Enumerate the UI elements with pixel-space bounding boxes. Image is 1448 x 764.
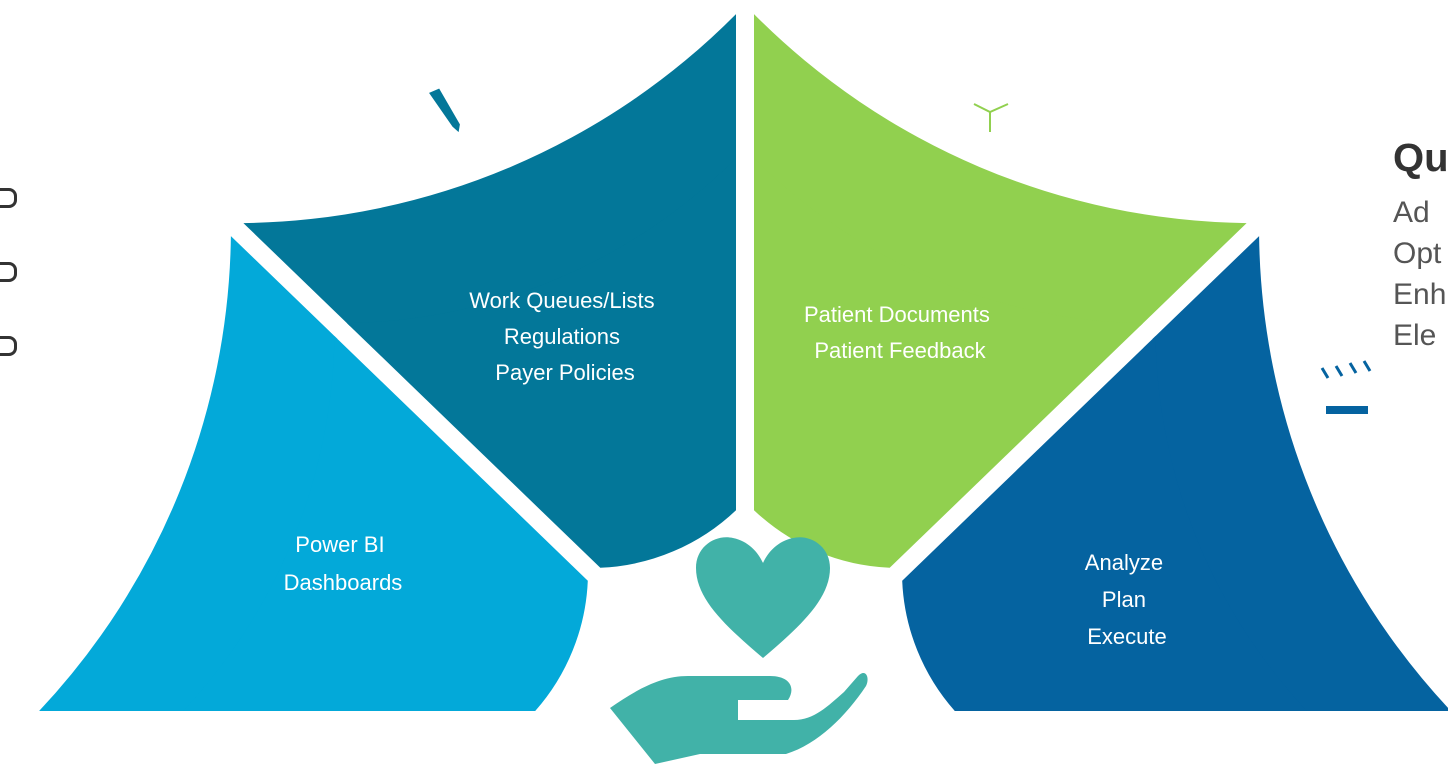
label-work-queues: Work Queues/Lists Regulations Payer Poli… <box>469 288 661 385</box>
side-list-item: Ad <box>1393 196 1430 229</box>
cropped-glyph <box>0 336 17 356</box>
outer-segment-green <box>754 14 1247 326</box>
side-list-item: Ele <box>1393 319 1437 352</box>
outer-segment-light-blue <box>39 236 338 711</box>
inner-segment-teal <box>347 158 736 568</box>
document-icon <box>82 390 160 487</box>
cropped-glyph <box>0 262 17 282</box>
inner-segment-dark-blue <box>902 336 1307 711</box>
heart-in-hand-icon <box>610 537 868 764</box>
cropped-glyph <box>0 188 17 208</box>
side-list-item: Enh <box>1393 278 1447 311</box>
label-power-bi: Power BI Dashboards <box>284 532 403 595</box>
inner-segment-green <box>754 158 1143 568</box>
side-list-item: Opt <box>1393 237 1442 270</box>
side-heading: Qu <box>1393 136 1448 180</box>
clipboard-pencil-icon <box>422 75 503 158</box>
label-analyze-plan-execute: Analyze Plan Execute <box>1085 550 1169 649</box>
package-cycle-icon <box>947 73 1031 166</box>
clapperboard-icon <box>1312 358 1382 438</box>
outer-segment-teal <box>243 14 736 326</box>
side-list: Ad Opt Enh Ele <box>1393 192 1446 356</box>
outer-segment-dark-blue <box>1152 236 1448 711</box>
label-patient-documents: Patient Documents Patient Feedback <box>804 302 996 363</box>
inner-segment-light-blue <box>183 336 588 711</box>
